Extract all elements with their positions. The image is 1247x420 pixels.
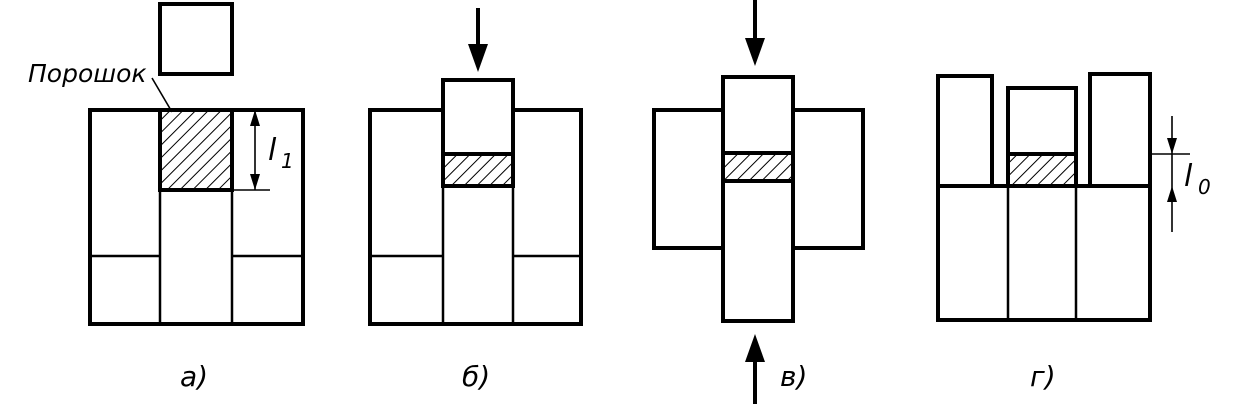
stage-v-caption: в): [780, 360, 807, 393]
press-arrow-down-b: [468, 44, 488, 72]
stage-g: l 0 г): [936, 72, 1211, 393]
powder-fill-a: [158, 108, 234, 192]
l1-label: l: [268, 133, 277, 168]
l0-arrow-top: [1167, 138, 1177, 154]
stage-a-caption: а): [180, 360, 208, 393]
left-block-g: [936, 74, 994, 188]
l1-arrow-top: [250, 110, 260, 126]
stage-b: б): [368, 8, 583, 393]
die-g: [936, 184, 1152, 322]
upper-punch-v: [721, 75, 795, 155]
l0-arrow-bottom: [1167, 186, 1177, 202]
powder-leader-line: [151, 77, 173, 113]
stage-b-caption: б): [462, 360, 490, 393]
l1-arrow-bottom: [250, 174, 260, 190]
l0-label: l: [1184, 159, 1193, 194]
lower-punch-v: [721, 179, 795, 323]
upper-punch-b: [441, 78, 515, 156]
upper-punch-g: [1006, 86, 1078, 156]
powder-compact-b: [441, 152, 515, 188]
upper-punch-a: [158, 2, 234, 76]
l1-subscript: 1: [281, 149, 294, 173]
l0-subscript: 0: [1198, 175, 1211, 199]
stage-v: в): [652, 0, 865, 404]
right-block-g: [1088, 72, 1152, 188]
press-arrow-up-v: [745, 334, 765, 362]
powder-compact-v: [721, 151, 795, 183]
stage-a: Порошок l 1 а): [28, 2, 305, 393]
stage-g-caption: г): [1030, 360, 1056, 393]
powder-label: Порошок: [28, 59, 147, 88]
ejected-compact-g: [1006, 152, 1078, 188]
press-arrow-down-v: [745, 38, 765, 66]
